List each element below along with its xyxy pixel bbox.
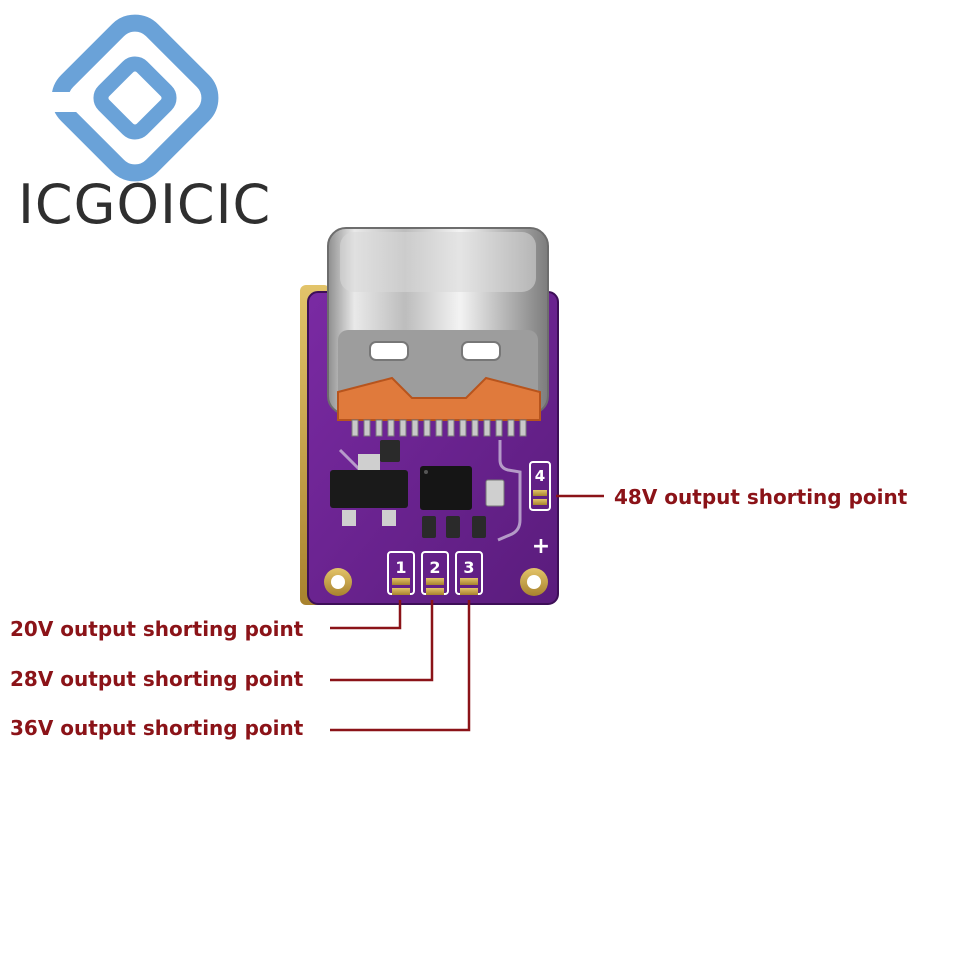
callout-20v-label: 20V output shorting point [10, 617, 304, 641]
pad-1-label: 1 [395, 558, 406, 577]
pad-3-label: 3 [463, 558, 474, 577]
usb-c-connector [327, 227, 549, 437]
callout-28v-label: 28V output shorting point [10, 667, 304, 691]
capacitors [380, 440, 505, 538]
mounting-holes [324, 568, 548, 596]
pad-4-label: 4 [535, 467, 545, 485]
pad-4: 4 + [529, 461, 551, 559]
brand-logo-icon [40, 14, 219, 182]
pcb-board: 1 2 3 4 + [300, 227, 559, 605]
shorting-pads: 1 2 3 [387, 551, 483, 595]
callout-48v-label: 48V output shorting point [614, 485, 908, 509]
pad-2-label: 2 [429, 558, 440, 577]
plus-label: + [532, 534, 550, 559]
regulator-chip [330, 454, 408, 526]
controller-chip [420, 466, 472, 510]
callout-lines [330, 494, 604, 732]
callout-36v-label: 36V output shorting point [10, 716, 304, 740]
brand-name: ICGOICIC [18, 173, 272, 236]
